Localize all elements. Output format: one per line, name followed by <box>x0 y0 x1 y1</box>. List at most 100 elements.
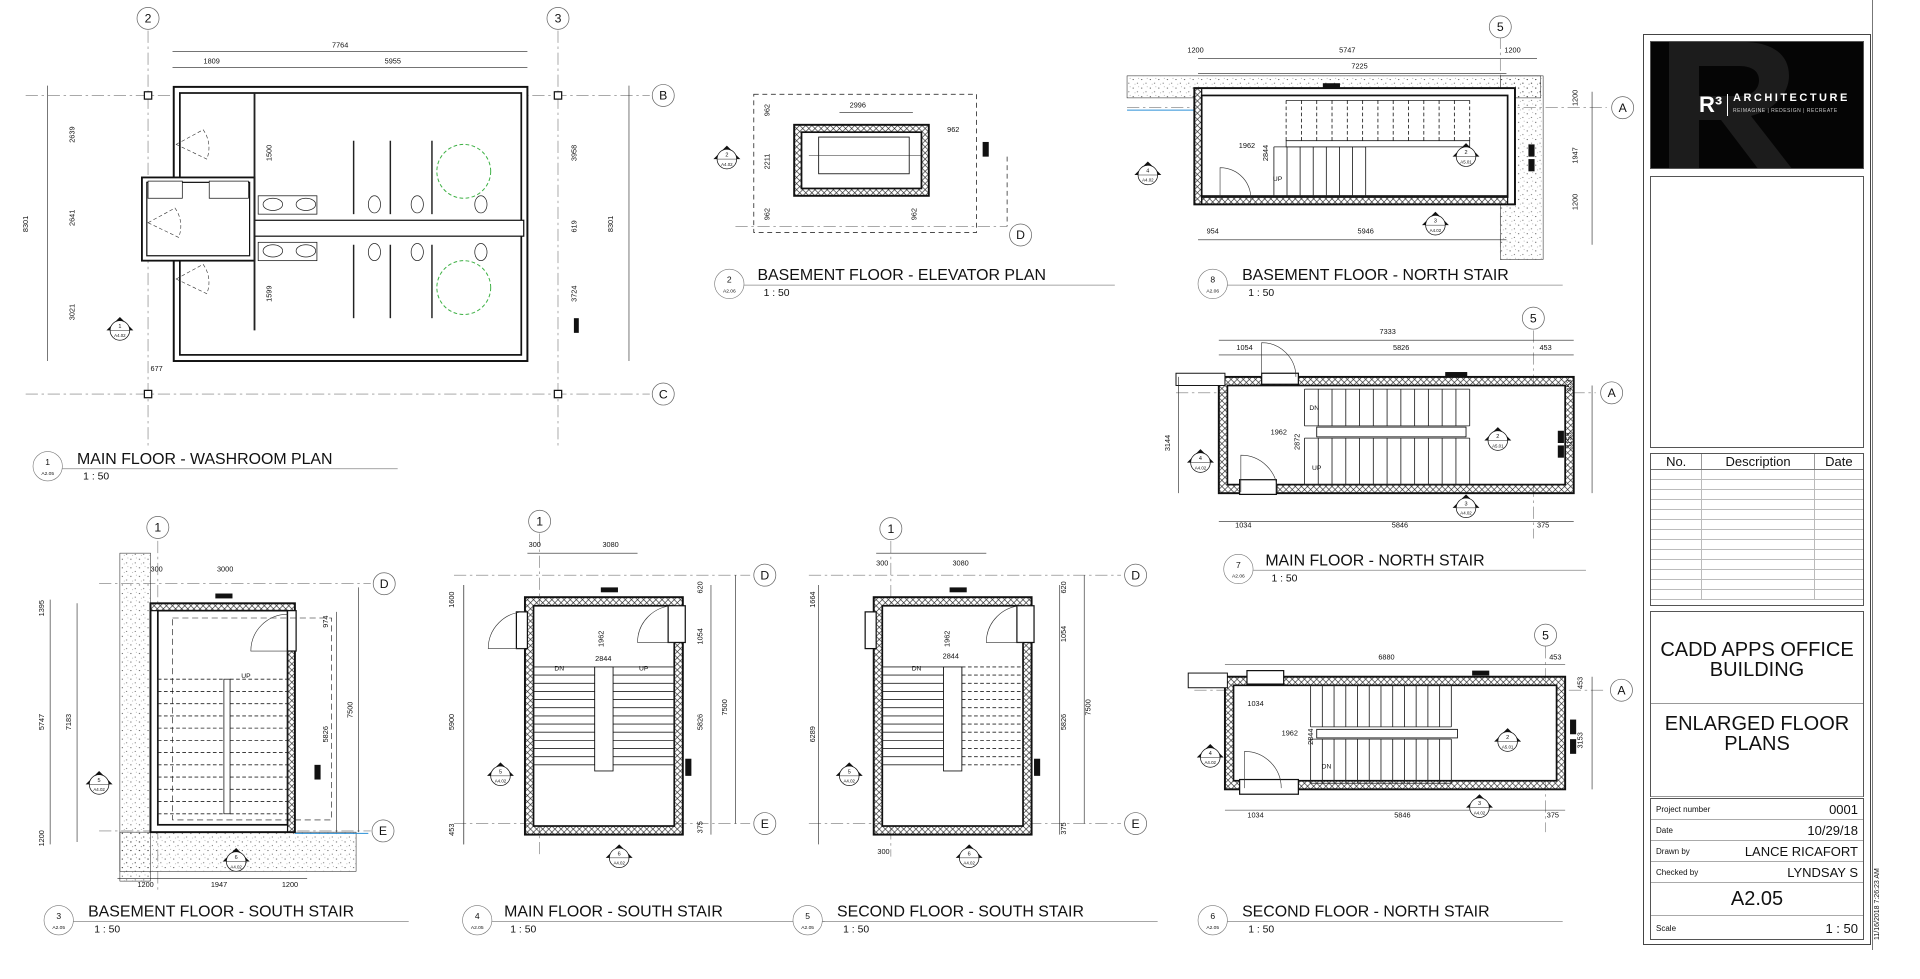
view-number: 4 <box>475 911 480 921</box>
dimension-label: 5826 <box>321 726 330 742</box>
door-opening <box>1239 778 1299 795</box>
section-number: 4 <box>1146 169 1149 175</box>
stair-direction-label: DN <box>554 666 564 673</box>
revision-col-date: Date <box>1814 454 1863 470</box>
revision-row <box>1651 499 1863 510</box>
checked-by-label: Checked by <box>1656 867 1699 877</box>
wall-hatch <box>1193 87 1203 205</box>
dimension-label: 1054 <box>695 628 704 644</box>
revision-cell <box>1701 469 1815 480</box>
stair-rail <box>223 678 231 815</box>
vanity <box>257 195 318 215</box>
revision-cell <box>1701 489 1815 500</box>
revision-cell <box>1701 549 1815 560</box>
wall-hatch <box>1201 195 1509 205</box>
dimension-label: 5846 <box>1394 810 1410 819</box>
revision-col-description: Description <box>1701 454 1815 470</box>
plumbing-chase <box>253 219 525 237</box>
dimension-label: 5826 <box>1393 343 1409 352</box>
dimension-label: 6289 <box>808 726 817 742</box>
section-sheet: A4.02 <box>1474 810 1486 815</box>
view-sheet-ref: A2.05 <box>801 925 814 931</box>
wall-tag-icon <box>1557 430 1564 443</box>
revision-cell <box>1701 539 1815 550</box>
dimension-label: 962 <box>763 104 772 116</box>
revision-row <box>1651 539 1863 550</box>
grid-label: 1 <box>154 521 161 535</box>
revision-cell <box>1701 519 1815 530</box>
door-opening <box>515 611 529 650</box>
view-number-bubble <box>714 268 745 299</box>
view-number: 3 <box>56 911 61 921</box>
revision-cell <box>1814 579 1863 590</box>
revision-row <box>1651 469 1863 480</box>
project-number-value: 0001 <box>1829 801 1858 817</box>
revision-cell <box>1814 479 1863 490</box>
revision-cell <box>1701 559 1815 570</box>
toilet-icon <box>367 195 381 214</box>
column <box>553 389 563 399</box>
dimension-label: 6880 <box>1378 653 1394 662</box>
wall-tag-icon <box>1528 159 1535 172</box>
revision-row <box>1651 569 1863 580</box>
dimension-label: 453 <box>1575 677 1584 689</box>
revision-cell <box>1651 529 1703 540</box>
grid-label: B <box>659 89 667 103</box>
dimension-label: 7500 <box>345 702 354 718</box>
revision-cell <box>1814 499 1863 510</box>
title-block: R³ ARCHITECTURE REIMAGINE | REDESIGN | R… <box>1643 34 1871 945</box>
date-value: 10/29/18 <box>1807 822 1858 838</box>
door-opening <box>1239 479 1277 496</box>
dimension-label: 620 <box>1059 581 1068 593</box>
dimension-label: 3021 <box>68 304 77 320</box>
section-sheet: A4.02 <box>721 162 733 167</box>
dimension-label: 2844 <box>595 654 611 663</box>
dimension-label: 5955 <box>385 57 401 66</box>
mop-sink <box>208 180 249 199</box>
section-sheet: A4.02 <box>1460 511 1472 516</box>
grid-bubble <box>753 812 777 835</box>
view-scale: 1 : 50 <box>843 924 869 935</box>
revision-row <box>1651 559 1863 570</box>
dimension-label: 453 <box>447 824 456 836</box>
wall-inner <box>156 609 289 826</box>
scale-value: 1 : 50 <box>1825 921 1858 936</box>
sink <box>147 180 183 199</box>
section-number: 5 <box>848 769 851 775</box>
revision-cell <box>1701 479 1815 490</box>
firm-logo: R³ ARCHITECTURE REIMAGINE | REDESIGN | R… <box>1650 41 1864 169</box>
view-sheet-ref: A2.06 <box>723 288 736 294</box>
dimension-label: 3958 <box>569 145 578 161</box>
checked-by-value: LYNDSAY S <box>1787 864 1858 880</box>
dimension-label: 2996 <box>850 101 866 110</box>
dimension-label: 5846 <box>1392 520 1408 529</box>
revision-cell <box>1701 529 1815 540</box>
dimension-label: 1200 <box>1187 46 1203 55</box>
logo-tagline: REIMAGINE | REDESIGN | RECREATE <box>1733 108 1838 114</box>
door-swing-icon <box>1240 454 1278 492</box>
door-swing-icon <box>986 605 1024 643</box>
section-sheet: A4.02 <box>495 779 507 784</box>
grid-label: E <box>379 824 387 838</box>
view-scale: 1 : 50 <box>94 924 120 935</box>
sink-icon <box>262 244 284 258</box>
revision-row <box>1651 489 1863 500</box>
stair-direction-label: DN <box>912 666 922 673</box>
dimension-label: 7333 <box>1380 327 1396 336</box>
door-opening <box>667 605 686 644</box>
grid-label: A <box>1608 386 1617 400</box>
grid-bubble <box>879 517 903 541</box>
view-number-bubble <box>1197 268 1228 299</box>
section-number: 3 <box>1464 501 1467 507</box>
dimension-label: 1200 <box>282 880 298 889</box>
dimension-label: 7500 <box>1083 699 1092 715</box>
grid-bubble <box>146 516 170 539</box>
view-scale: 1 : 50 <box>83 472 109 483</box>
dimension-label: 1947 <box>211 880 227 889</box>
grid-label: 5 <box>1497 20 1504 34</box>
